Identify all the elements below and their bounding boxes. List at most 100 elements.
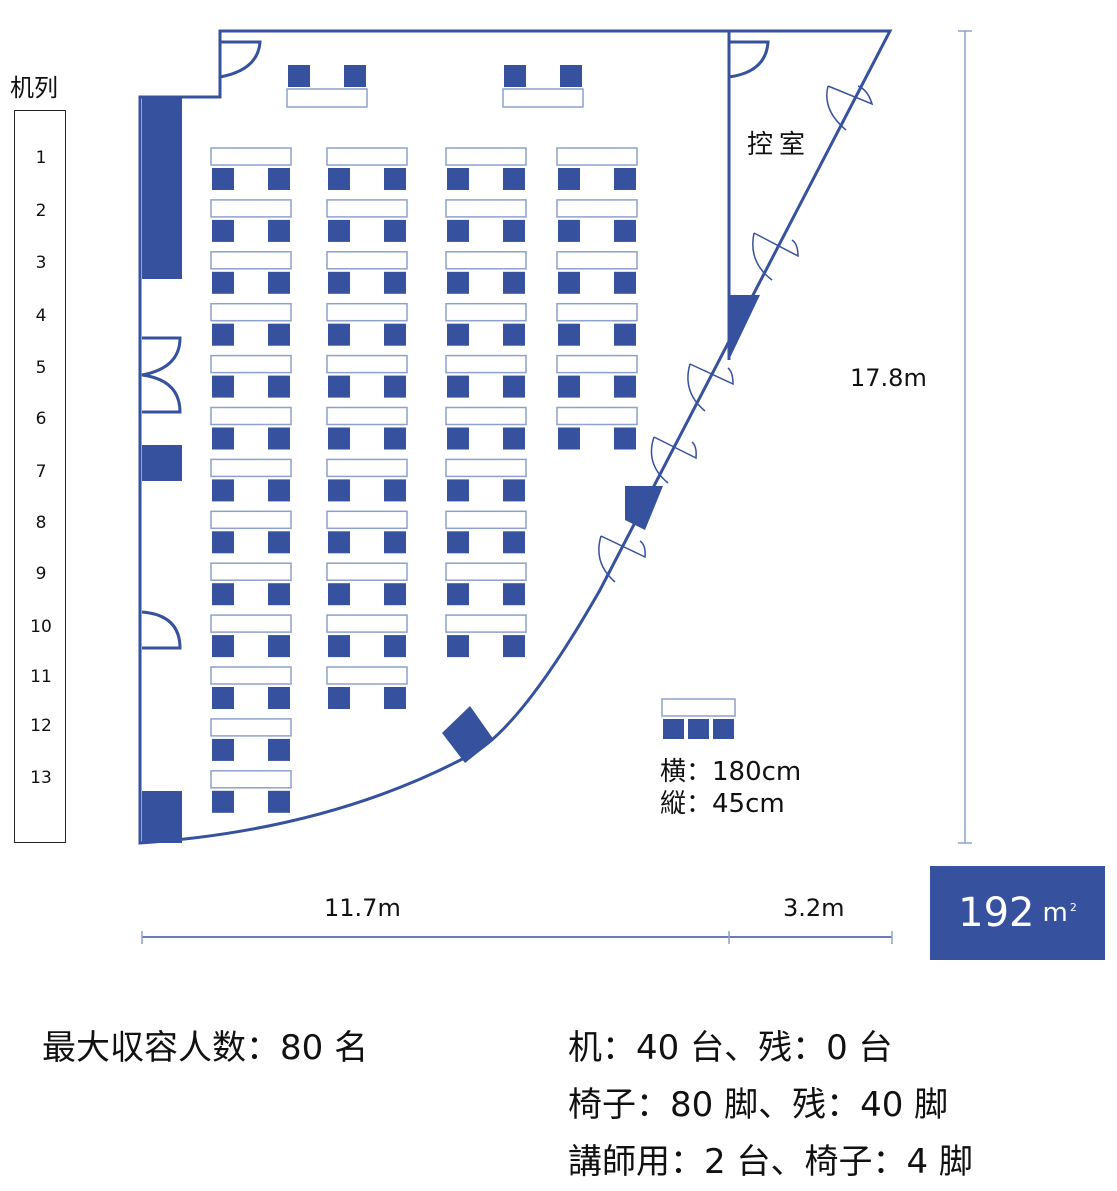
chair — [328, 168, 350, 190]
left-wall-bump — [141, 336, 182, 414]
chair — [268, 583, 290, 606]
desk — [210, 354, 292, 374]
chair — [212, 168, 234, 190]
chair — [212, 323, 234, 346]
desk — [556, 199, 638, 218]
pillar-bottom — [442, 706, 494, 763]
chair — [614, 219, 636, 242]
desk — [445, 147, 527, 166]
chair — [447, 271, 469, 294]
door-arc-top-left — [219, 40, 262, 79]
chair — [212, 790, 234, 813]
chair — [268, 168, 290, 190]
desk — [445, 614, 527, 633]
chair — [503, 219, 525, 242]
desk-depth: 縦：45cm — [660, 789, 785, 819]
dimension-lines — [141, 30, 972, 944]
desk — [556, 354, 638, 374]
desk — [210, 562, 292, 581]
chair — [447, 168, 469, 190]
desk — [326, 614, 408, 633]
area-value: 192 — [958, 890, 1035, 936]
chair — [384, 479, 406, 502]
desk — [210, 458, 292, 478]
chair — [328, 323, 350, 346]
chair — [328, 687, 350, 709]
desk — [326, 406, 408, 426]
desk — [210, 666, 292, 685]
lecturer-count: 講師用：2 台、椅子：4 脚 — [568, 1142, 973, 1182]
chair — [268, 219, 290, 242]
chair — [384, 375, 406, 398]
chair — [328, 479, 350, 502]
row-number: 1 — [35, 148, 47, 168]
desk — [210, 510, 292, 530]
desk — [445, 562, 527, 581]
chair — [212, 583, 234, 606]
chair — [212, 635, 234, 658]
chair — [384, 323, 406, 346]
chair — [268, 271, 290, 294]
chair — [268, 375, 290, 398]
desk — [445, 199, 527, 218]
chair — [328, 635, 350, 658]
row-number: 4 — [35, 306, 47, 326]
chair — [614, 427, 636, 450]
desk — [326, 199, 408, 218]
width-main-dimension: 11.7m — [324, 894, 401, 922]
chair — [384, 531, 406, 554]
door-swings — [598, 85, 874, 583]
pillar-left-mid — [142, 445, 182, 481]
chair — [384, 168, 406, 190]
desk — [210, 718, 292, 737]
chair — [447, 635, 469, 658]
chair — [384, 271, 406, 294]
chair — [614, 323, 636, 346]
pillar-left-bottom — [142, 791, 182, 843]
chair — [268, 687, 290, 709]
desk — [326, 354, 408, 374]
chair — [268, 790, 290, 813]
chair — [328, 375, 350, 398]
chair — [212, 219, 234, 242]
chair — [503, 323, 525, 346]
chair — [212, 531, 234, 554]
summary-list: 机：40 台、残：0 台 椅子：80 脚、残：40 脚 講師用：2 台、椅子：4… — [568, 1020, 973, 1191]
desk — [210, 770, 292, 789]
chair — [268, 427, 290, 450]
chair — [328, 219, 350, 242]
desk — [210, 147, 292, 166]
desk — [326, 302, 408, 322]
side-room-label: 控室 — [747, 130, 812, 160]
chair — [558, 323, 580, 346]
row-number-panel: 1 2 3 4 5 6 7 8 9 10 11 12 13 — [14, 110, 66, 843]
chair — [384, 583, 406, 606]
row-number: 7 — [35, 462, 47, 482]
desk — [445, 302, 527, 322]
desk — [445, 251, 527, 270]
chair — [328, 531, 350, 554]
row-number: 13 — [30, 768, 52, 788]
chair — [503, 531, 525, 554]
door-arc-side-room — [728, 40, 770, 79]
pillar-right-mid — [625, 486, 663, 530]
row-header: 机列 — [10, 74, 58, 102]
chair — [503, 583, 525, 606]
chair — [614, 168, 636, 190]
chair — [558, 271, 580, 294]
desk — [445, 458, 527, 478]
chair — [268, 323, 290, 346]
row-number: 11 — [30, 667, 52, 687]
chair — [558, 427, 580, 450]
row-number: 6 — [35, 409, 47, 429]
room-walls — [138, 29, 893, 845]
pillar-right-top — [729, 295, 760, 360]
pillar-left-top — [142, 97, 182, 279]
chair — [447, 323, 469, 346]
chair — [268, 479, 290, 502]
desk — [326, 562, 408, 581]
row-number: 8 — [35, 513, 47, 533]
